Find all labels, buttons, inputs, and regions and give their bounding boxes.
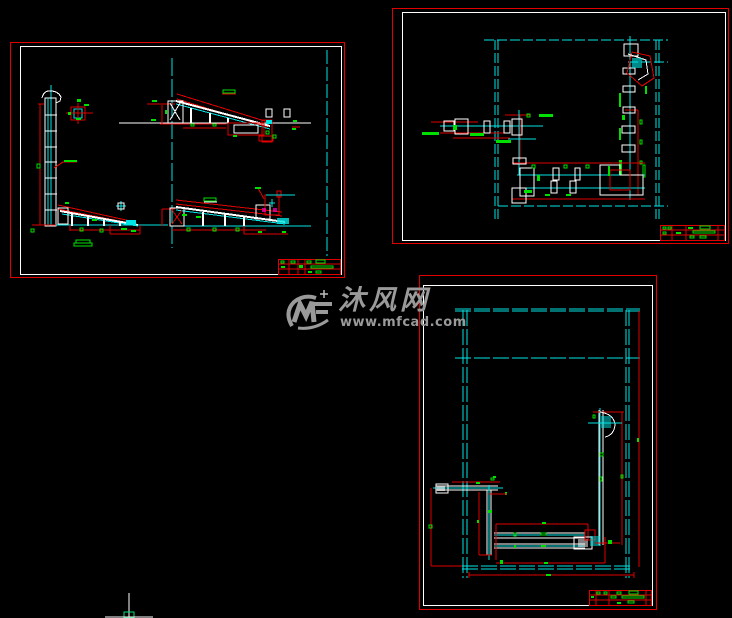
conveyor-plan [428, 408, 624, 567]
detail-callout [66, 99, 93, 124]
sheet-1-inner-frame [20, 46, 342, 275]
upper-right-conveyor [119, 89, 311, 143]
axis-grid [455, 308, 640, 578]
axis-grid [484, 39, 668, 220]
sheet-2-title-block[interactable] [660, 225, 725, 241]
sheet-1-outer-frame [9, 41, 346, 279]
vertical-leg [619, 36, 655, 200]
watermark-site-name: 沐风网 [338, 285, 431, 316]
bottom-run [511, 157, 645, 204]
origin-marker [105, 593, 153, 618]
lower-left-conveyor [30, 201, 168, 247]
sheet-1-title-block[interactable] [278, 259, 341, 275]
sheet-3-inner-frame [423, 285, 653, 606]
watermark-url: www.mfcad.com [340, 315, 467, 330]
sheet-1[interactable] [9, 41, 346, 279]
sheet-2-outer-frame [391, 7, 730, 245]
sheet-3-outer-frame [418, 274, 658, 611]
sheet-3-title-block[interactable] [589, 590, 652, 606]
bucket-elevator [36, 85, 77, 227]
lower-right-conveyor [161, 187, 311, 235]
sheet-2[interactable] [391, 7, 730, 245]
watermark: 沐风网 www.mfcad.com [284, 284, 466, 334]
sheet-2-inner-frame [402, 12, 726, 241]
sheet-3[interactable] [418, 274, 658, 611]
mf-logo-icon [286, 290, 332, 330]
